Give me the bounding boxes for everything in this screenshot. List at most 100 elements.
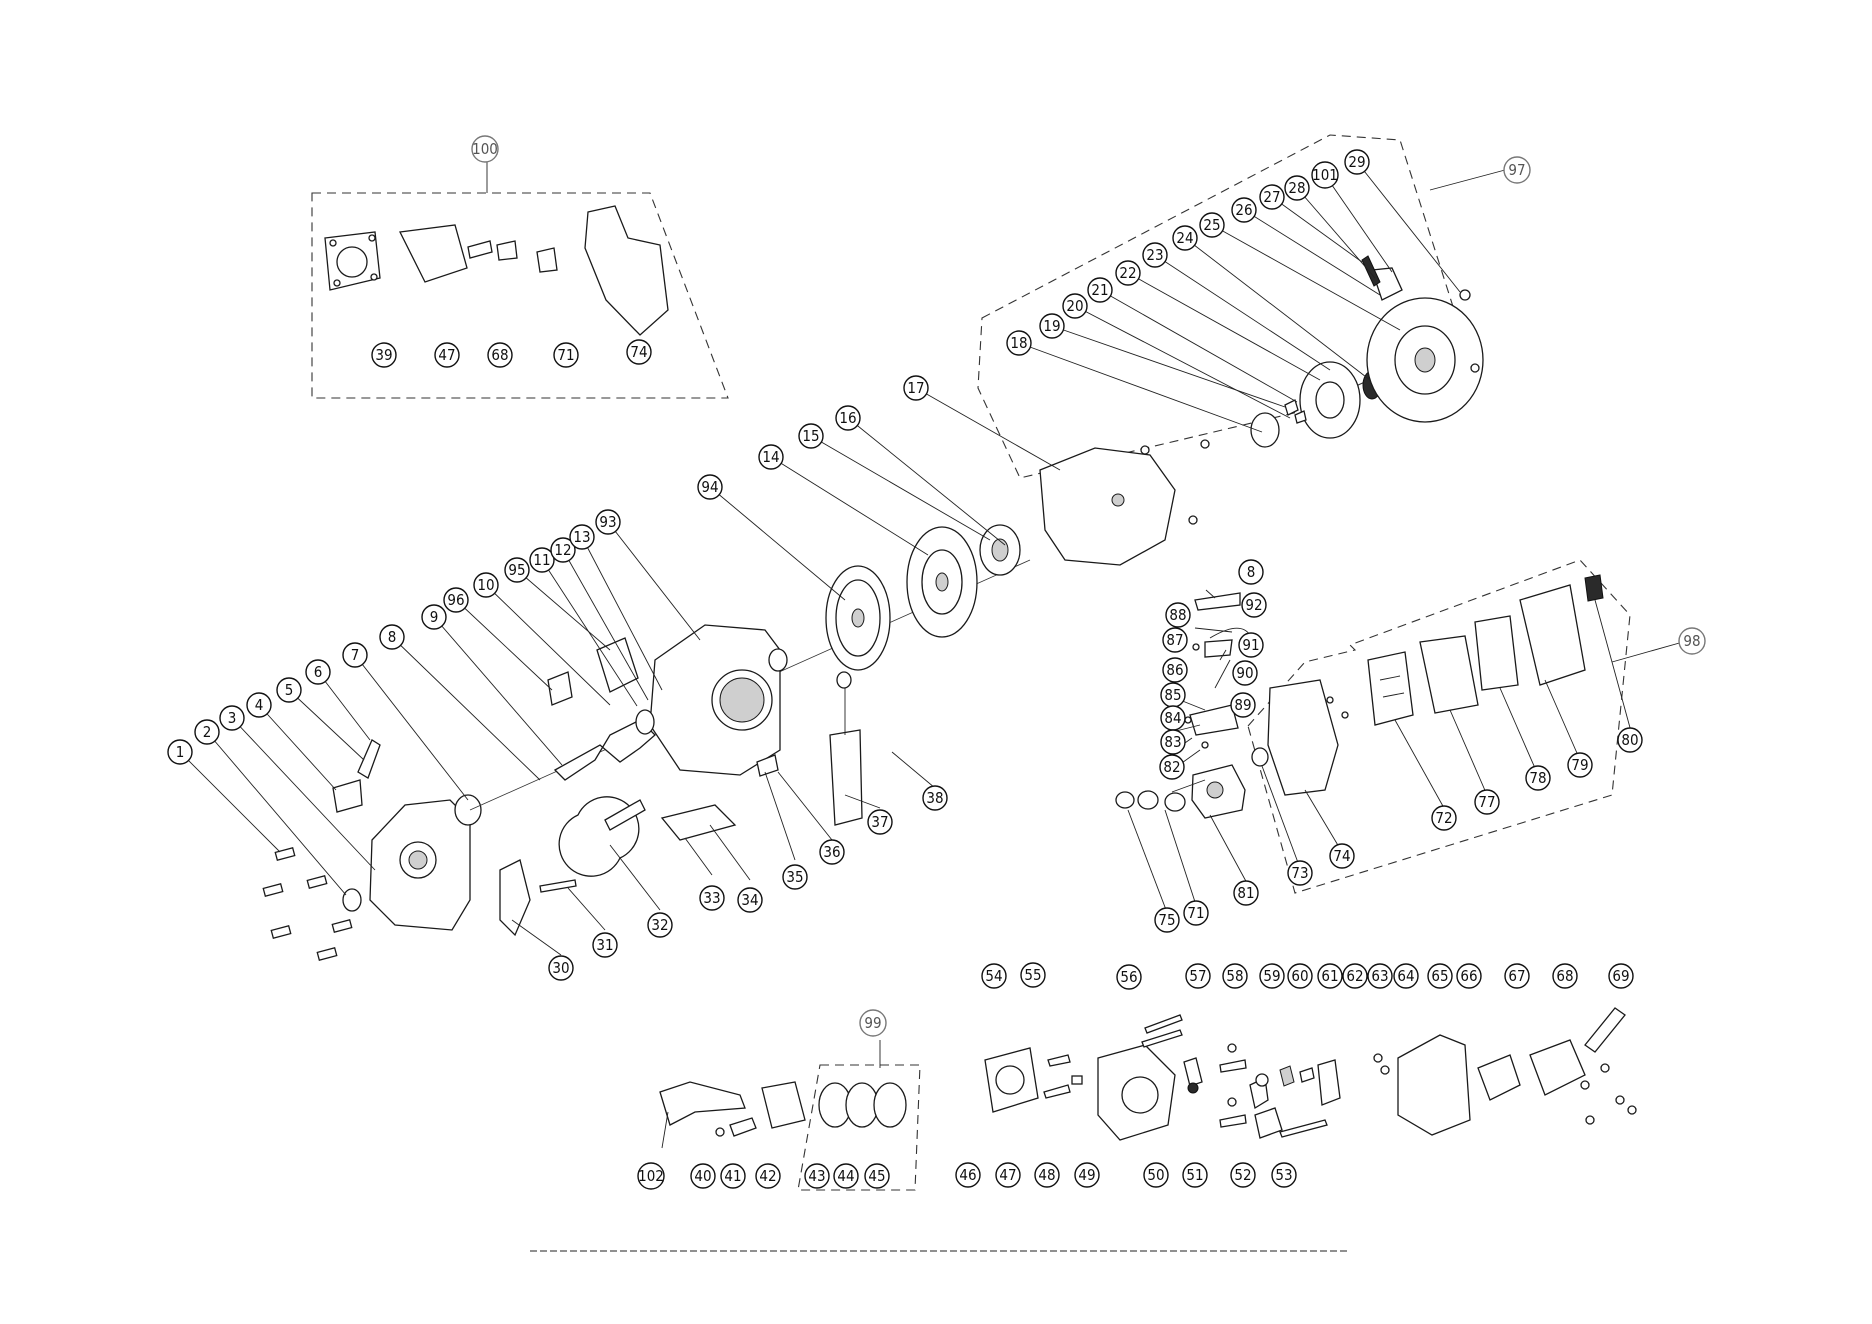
callout-part-circle [473, 572, 499, 598]
callout-part-circle [1259, 963, 1285, 989]
callout-part-circle [421, 604, 447, 630]
fan-shroud [1039, 447, 1176, 566]
callout-part-number: 53 [1275, 1166, 1292, 1184]
callout-part: 26 [1231, 197, 1257, 223]
callout-part: 69 [1608, 963, 1634, 989]
oil-seal [342, 888, 362, 912]
starter-handle [1371, 267, 1403, 301]
carburetor-assembly [1115, 592, 1251, 819]
callout-part-circle [1271, 1162, 1297, 1188]
callout-part: 88 [1165, 602, 1191, 628]
callout-part-circle [690, 1163, 716, 1189]
callout-part: 47 [995, 1162, 1021, 1188]
callout-part: 21 [1087, 277, 1113, 303]
cover-knob [1584, 574, 1604, 602]
spark-plug [1183, 1057, 1203, 1087]
callout-part-circle [1344, 149, 1370, 175]
flywheel-assembly [825, 447, 1176, 671]
callout-part: 92 [1241, 592, 1267, 618]
callout-part: 73 [1287, 860, 1313, 886]
callout-part-circle [1199, 212, 1225, 238]
callout-part-circle [1020, 962, 1046, 988]
callout-part: 12 [550, 537, 576, 563]
callout-part-circle [1230, 692, 1256, 718]
callout-part: 16 [835, 405, 861, 431]
callout-part-number: 37 [871, 813, 888, 831]
callout-part-circle [804, 1163, 830, 1189]
callout-part-number: 58 [1226, 967, 1243, 985]
callout-part: 36 [819, 839, 845, 865]
callout-part-circle [1427, 963, 1453, 989]
callout-part: 8 [379, 624, 405, 650]
callout-part-number: 19 [1043, 317, 1060, 335]
air-filter-parts [1251, 574, 1604, 796]
callout-part: 37 [867, 809, 893, 835]
callout-part: 54 [981, 963, 1007, 989]
piston [761, 1081, 806, 1129]
callout-kit-number: 100 [472, 140, 498, 158]
callout-part: 91 [1238, 632, 1264, 658]
callout-part-number: 56 [1120, 968, 1137, 986]
carb-gasket [1115, 791, 1135, 809]
callout-part: 20 [1062, 293, 1088, 319]
callout-part-number: 83 [1164, 733, 1181, 751]
rocker-cover-gasket [399, 224, 468, 283]
intake-valve [1043, 1084, 1071, 1099]
callout-part: 25 [1199, 212, 1225, 238]
callout-part-circle [647, 912, 673, 938]
callout-part-number: 49 [1078, 1166, 1095, 1184]
callout-part: 90 [1232, 660, 1258, 686]
callout-part: 15 [798, 423, 824, 449]
callout-part-circle [1034, 1162, 1060, 1188]
callout-part: 58 [1222, 963, 1248, 989]
callout-part-circle [1241, 592, 1267, 618]
callout-part-number: 40 [694, 1167, 711, 1185]
callout-part: 23 [1142, 242, 1168, 268]
callout-part-circle [1006, 330, 1032, 356]
callout-part: 93 [595, 509, 621, 535]
leader-lines [179, 161, 1633, 956]
callout-part-circle [833, 1163, 859, 1189]
callout-part: 62 [1342, 963, 1368, 989]
callout-part-number: 89 [1234, 696, 1251, 714]
callout-part-number: 81 [1237, 884, 1254, 902]
callout-part-number: 73 [1291, 864, 1308, 882]
callout-kit-circle [471, 135, 499, 163]
callout-part-number: 66 [1460, 967, 1477, 985]
main-bearing [635, 709, 655, 735]
callout-part-number: 39 [375, 346, 392, 364]
callout-part: 52 [1230, 1162, 1256, 1188]
callout-part-circle [864, 1163, 890, 1189]
callout-part-number: 91 [1242, 636, 1259, 654]
callout-part-circle [697, 474, 723, 500]
callout-part: 10 [473, 572, 499, 598]
callout-part-number: 45 [868, 1167, 885, 1185]
callout-part-circle [1154, 907, 1180, 933]
callout-part: 96 [443, 587, 469, 613]
callout-part: 81 [1233, 880, 1259, 906]
callout-part-circle [626, 339, 652, 365]
callout-part-number: 85 [1164, 686, 1181, 704]
callout-part: 51 [1182, 1162, 1208, 1188]
callout-part-number: 11 [533, 551, 550, 569]
callout-part: 22 [1115, 260, 1141, 286]
throttle-lever [1204, 639, 1233, 658]
callout-part-circle [867, 809, 893, 835]
crankcase-oil-seal [768, 648, 788, 672]
callout-part-number: 74 [630, 343, 647, 361]
callout-part-number: 101 [1312, 166, 1338, 184]
piston-pin [729, 1117, 757, 1137]
callout-part-number: 60 [1291, 967, 1308, 985]
callout-part-circle [1165, 602, 1191, 628]
callout-part-number: 38 [926, 789, 943, 807]
callout-part: 2 [194, 719, 220, 745]
callout-part-circle [1160, 729, 1186, 755]
callout-part: 32 [647, 912, 673, 938]
callout-part-number: 3 [228, 709, 237, 727]
callout-part-circle [798, 423, 824, 449]
callout-part: 49 [1074, 1162, 1100, 1188]
callout-part-number: 20 [1066, 297, 1083, 315]
starter-cup [979, 524, 1021, 576]
callout-part: 46 [955, 1162, 981, 1188]
